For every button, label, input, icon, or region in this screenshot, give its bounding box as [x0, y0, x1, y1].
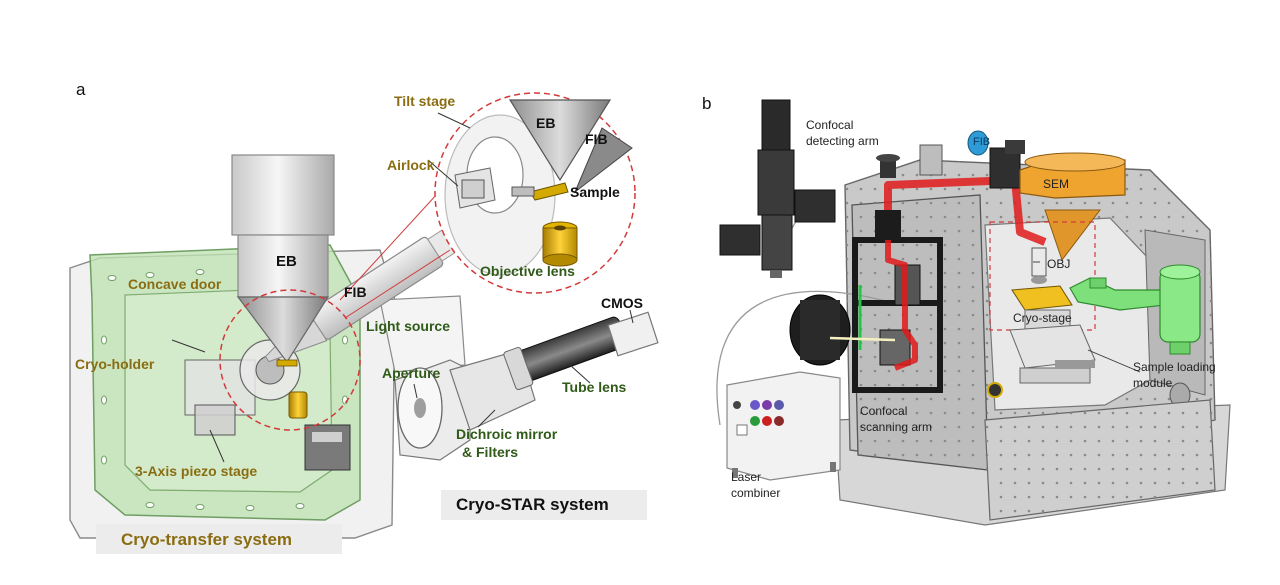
panel-b-artwork — [716, 99, 1231, 526]
label-fib-b: FIB — [973, 136, 991, 148]
label-confocal-scanning: Confocal — [860, 404, 908, 418]
working-area-circle — [219, 289, 361, 431]
label-cryo-stage: Cryo-stage — [1013, 311, 1072, 325]
label-obj: OBJ — [1047, 257, 1071, 271]
cmos-camera — [607, 311, 659, 357]
label-piezo-stage: 3-Axis piezo stage — [135, 463, 258, 479]
label-sample-loading: Sample loading — [1133, 360, 1216, 374]
eb-cone — [236, 296, 330, 364]
light-source-housing — [379, 295, 466, 373]
eb-column-body — [237, 234, 329, 298]
label-tilt-stage: Tilt stage — [394, 93, 456, 109]
panel-a-artwork — [69, 92, 659, 539]
label-detecting-arm: detecting arm — [806, 134, 879, 148]
label-concave-door: Concave door — [128, 276, 222, 292]
confocal-detecting-arm — [719, 99, 836, 278]
label-cryo-holder: Cryo-holder — [75, 356, 155, 372]
inset-sample — [529, 182, 569, 201]
label-sem: SEM — [1043, 177, 1070, 191]
label-combiner: combiner — [731, 486, 781, 500]
laser-combiner-box — [726, 371, 841, 481]
cryo-star-banner — [441, 490, 647, 520]
label-eb-inset: EB — [536, 115, 556, 131]
label-module: module — [1133, 376, 1173, 390]
inset-fib-tip — [573, 127, 633, 194]
fib-cap — [967, 130, 989, 156]
cryo-transfer-banner — [96, 524, 342, 554]
label-and-filters: & Filters — [462, 444, 519, 460]
label-dichroic-mirror: Dichroic mirror — [456, 426, 558, 442]
panel-a-letter: a — [76, 80, 86, 99]
label-scanning-arm: scanning arm — [860, 420, 933, 434]
piezo-stage-bottom — [304, 424, 351, 471]
piezo-block — [194, 404, 236, 436]
label-airlock: Airlock — [387, 157, 435, 173]
sem-cone — [1044, 209, 1102, 262]
label-sample: Sample — [570, 184, 620, 200]
inset-contents — [444, 99, 633, 276]
inset-eb-cone — [508, 99, 612, 182]
label-fib-inset: FIB — [585, 131, 608, 147]
objective-lens-small — [288, 391, 308, 419]
inset-objective-lens — [542, 221, 578, 267]
label-tube-lens: Tube lens — [562, 379, 627, 395]
label-fib: FIB — [344, 284, 367, 300]
eb-column-top — [231, 154, 335, 236]
label-eb: EB — [276, 253, 297, 270]
label-cryo-star-system: Cryo-STAR system — [456, 495, 609, 514]
cryo-stage-b — [1011, 285, 1073, 311]
label-objective-lens: Objective lens — [480, 263, 575, 279]
sample-loading-module — [1069, 264, 1201, 355]
label-cryo-transfer-system: Cryo-transfer system — [121, 530, 293, 549]
sample-holder-small — [276, 359, 298, 367]
label-cmos: CMOS — [601, 295, 643, 311]
label-light-source: Light source — [366, 318, 451, 334]
label-aperture: Aperture — [382, 365, 441, 381]
panel-b-letter: b — [702, 94, 712, 113]
label-laser: Laser — [731, 470, 762, 484]
label-confocal-detecting: Confocal — [806, 118, 854, 132]
